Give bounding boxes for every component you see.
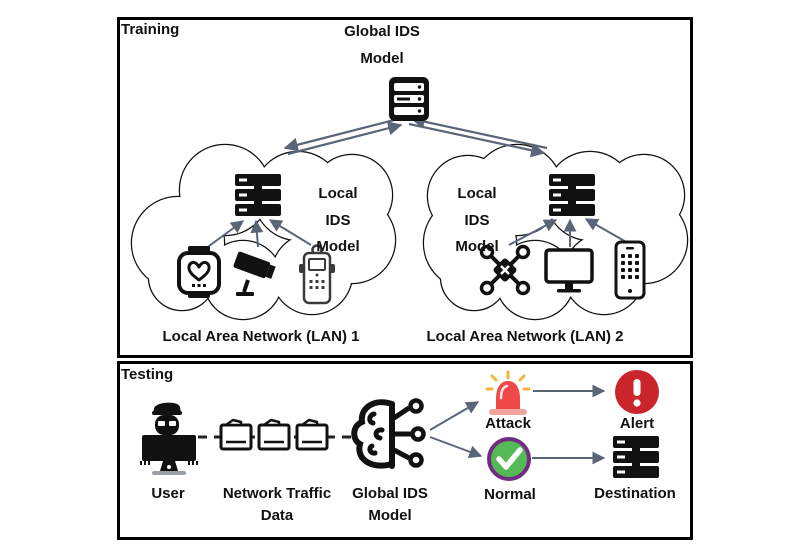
lan1-caption: Local Area Network (LAN) 1 (162, 328, 360, 345)
lan2-device-arrows (508, 218, 629, 247)
smartwatch-icon (177, 246, 221, 298)
user-at-computer-icon (140, 402, 198, 475)
global-ids-title-line2: Model (360, 50, 404, 67)
testing-panel-label: Testing (121, 366, 174, 383)
alert-label: Alert (619, 415, 655, 432)
global-server-icon (389, 77, 429, 121)
destination-server-icon (613, 436, 659, 478)
global-lan1-sync-arrows (283, 117, 403, 156)
cctv-camera-icon (233, 251, 276, 296)
drone-icon (479, 244, 531, 296)
normal-label: Normal (484, 486, 536, 503)
training-panel-label: Training (121, 21, 180, 38)
handheld-device-icon (299, 244, 335, 305)
lan2-local-ids-model-label: Local IDS Model (455, 185, 499, 255)
lan1-local-ids-model-label: Local IDS Model (316, 185, 360, 255)
lan2-server-icon (549, 174, 595, 216)
lan2-caption: Local Area Network (LAN) 2 (426, 328, 624, 345)
global-ids-title-line1: Global IDS (344, 23, 420, 40)
attack-label: Attack (485, 415, 531, 432)
user-label: User (151, 485, 185, 502)
global-ids-model-title: Global IDS Model (322, 18, 442, 72)
siren-icon (485, 370, 531, 415)
testing-global-ids-model-label: Global IDS Model (352, 485, 428, 524)
check-icon (487, 437, 531, 481)
lan1-device-arrows (204, 219, 312, 250)
folder-icon (257, 418, 291, 451)
training-panel (117, 17, 693, 358)
testing-panel (117, 361, 693, 540)
global-lan2-sync-arrows (408, 114, 548, 158)
folder-icon (219, 418, 253, 451)
lan1-server-icon (235, 174, 281, 216)
network-traffic-data-label: Network Traffic Data (222, 485, 332, 524)
alert-icon (615, 370, 659, 414)
monitor-icon (544, 248, 594, 293)
folder-icon (295, 418, 329, 451)
brain-circuit-icon (351, 398, 426, 469)
smartphone-icon (614, 240, 646, 300)
classification-arrows (429, 384, 606, 465)
destination-label: Destination (594, 485, 676, 502)
